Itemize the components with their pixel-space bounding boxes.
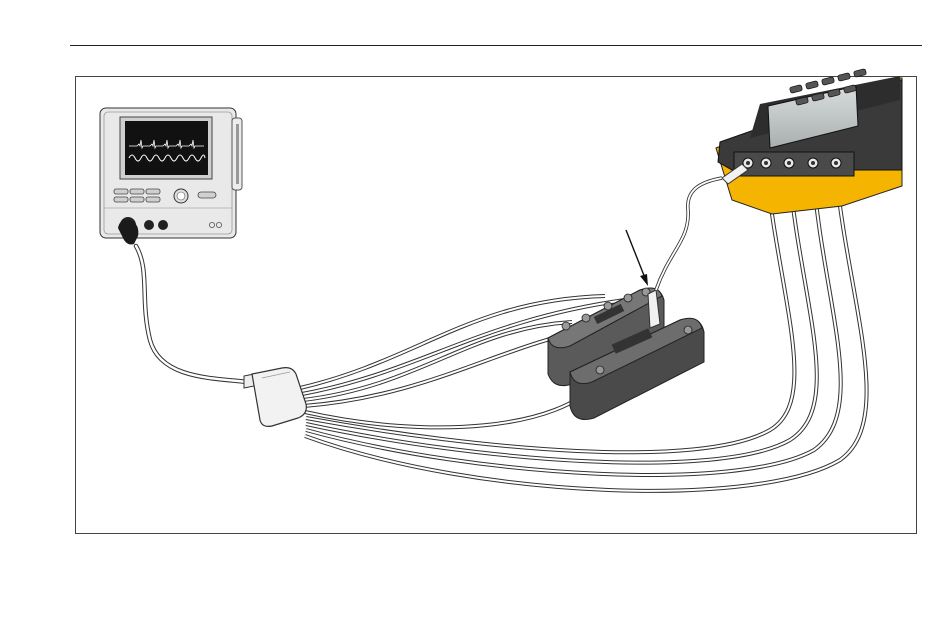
simulator-analyzer bbox=[716, 69, 902, 214]
pointer-arrow bbox=[626, 230, 648, 286]
ecg-trunk-cable bbox=[136, 246, 248, 382]
monitor-screen bbox=[125, 121, 208, 175]
ecg-lead-connector bbox=[244, 368, 306, 427]
adapter-analyzer-cable bbox=[656, 178, 722, 290]
patient-monitor bbox=[100, 108, 242, 245]
